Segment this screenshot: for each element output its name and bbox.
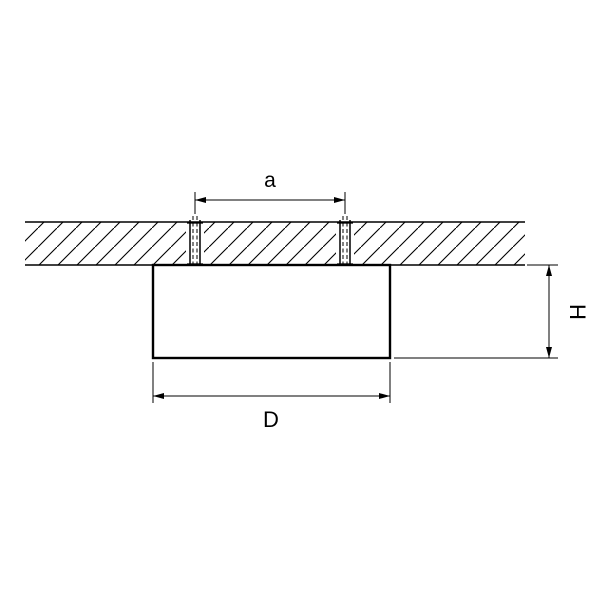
dim-d-label: D: [263, 407, 279, 432]
ceiling-hatch: [25, 222, 525, 265]
dimension-h: H: [394, 264, 590, 359]
dim-a-label: a: [264, 169, 276, 192]
ceiling-section: [25, 221, 525, 266]
dim-h-arrow-bottom: [546, 347, 552, 358]
dimension-d: D: [152, 362, 391, 432]
fixture-body: [151, 263, 392, 360]
mounting-screw-right: [336, 216, 354, 271]
dim-a-arrow-right: [334, 197, 345, 203]
dim-d-arrow-left: [153, 393, 164, 399]
mounting-screw-left: [186, 216, 204, 271]
dim-h-label: H: [565, 304, 590, 320]
dimension-a: a: [194, 169, 346, 214]
dim-h-arrow-top: [546, 265, 552, 276]
dim-a-arrow-left: [195, 197, 206, 203]
dim-d-arrow-right: [379, 393, 390, 399]
